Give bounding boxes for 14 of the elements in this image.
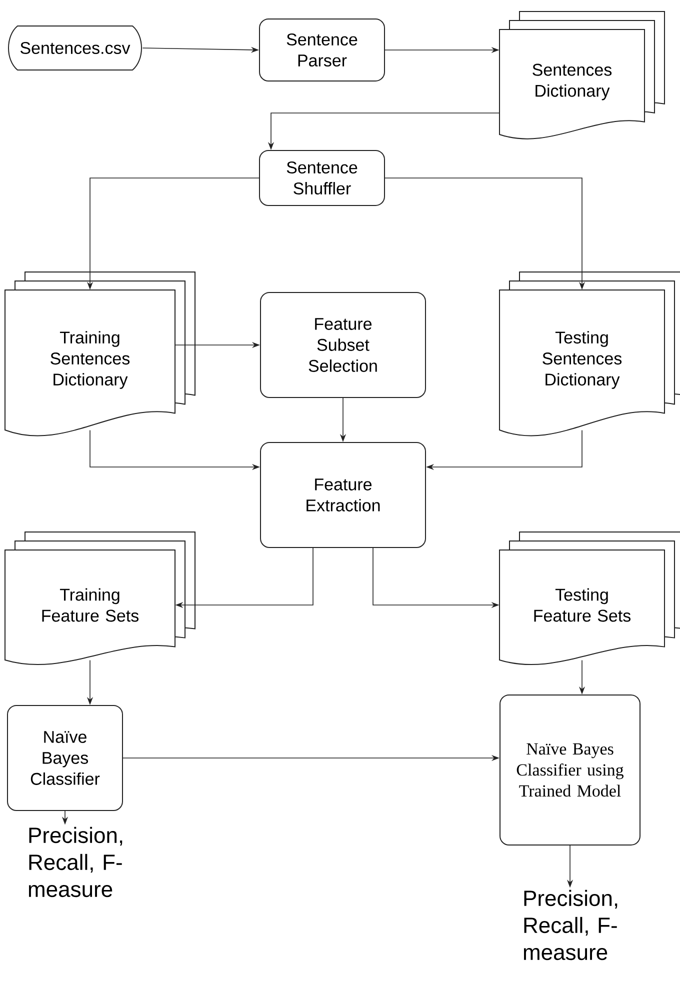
process-box: Sentence Parser	[259, 18, 385, 82]
data-file: Sentences.csv	[8, 26, 142, 70]
process-box: Naïve Bayes Classifier	[7, 705, 123, 811]
document-stack: Testing Feature Sets	[499, 532, 680, 666]
process-box: Feature Extraction	[260, 442, 426, 548]
result-text: Precision, Recall, F-measure	[28, 826, 122, 898]
document-stack: Training Feature Sets	[4, 532, 196, 666]
process-box: Sentence Shuffler	[259, 150, 385, 206]
document-stack: Sentences Dictionary	[499, 11, 665, 140]
process-box: Naïve Bayes Classifier using Trained Model	[500, 694, 640, 846]
document-stack: Training Sentences Dictionary	[4, 272, 196, 436]
result-text: Precision, Recall, F-measure	[524, 890, 618, 960]
document-stack: Testing Sentences Dictionary	[499, 272, 680, 436]
process-box: Feature Subset Selection	[260, 292, 426, 398]
